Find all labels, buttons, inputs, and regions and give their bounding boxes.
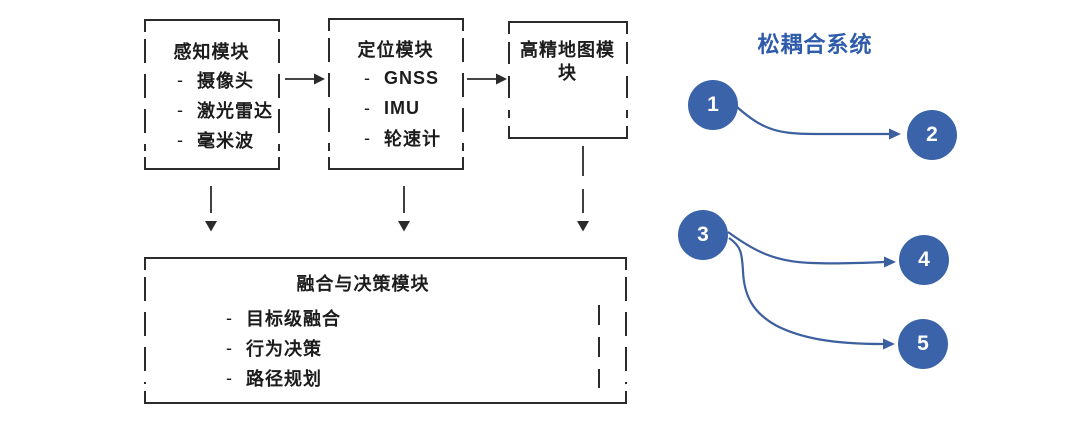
hdmap-box-border-top [508,21,628,34]
fusion-box-border-top [144,257,627,270]
item-label: 毫米波 [197,131,254,151]
bullet-dash: - [226,337,233,358]
curve-node3-to-node4-head [884,256,896,268]
item-label: 摄像头 [197,71,254,91]
arrow-perception-down-head [205,221,217,232]
bullet-dash: - [364,127,371,148]
loose-coupling-title: 松耦合系统 [757,32,873,57]
bullet-dash: - [177,69,184,90]
node-label: 2 [926,123,938,146]
arrow-localization-down-head [398,221,410,232]
curve-node1-to-node2-head [889,128,901,140]
list-item: - IMU [328,93,463,123]
node-label: 1 [707,93,719,116]
node-label: 4 [918,248,930,271]
localization-module-list: - GNSS - IMU - 轮速计 [328,63,463,153]
item-label: 目标级融合 [246,309,341,329]
node-circle-5: 5 [898,319,948,369]
node-circle-2: 2 [907,110,957,160]
node-circle-1: 1 [688,80,738,130]
list-item: - 激光雷达 [144,95,279,125]
list-item: - 轮速计 [328,123,463,153]
item-label: GNSS [384,67,440,88]
perception-module-title: 感知模块 [173,42,250,62]
item-label: IMU [384,97,420,118]
node-circle-3: 3 [678,210,728,260]
bullet-dash: - [177,99,184,120]
bullet-dash: - [226,367,233,388]
perception-box-border-top [144,19,280,32]
list-item: - 目标级融合 [144,303,626,333]
perception-module-box: 感知模块 - 摄像头 - 激光雷达 - 毫米波 [144,20,279,169]
item-label: 行为决策 [246,339,322,359]
hdmap-module-title: 高精地图模块 [520,40,615,83]
node-label: 3 [697,223,709,246]
item-label: 路径规划 [246,369,322,389]
perception-box-border-bottom [144,157,280,170]
curve-node3-to-node5 [728,237,884,346]
node-label: 5 [917,332,929,355]
bullet-dash: - [364,97,371,118]
fusion-box-border-bottom [144,391,627,404]
list-item: - 摄像头 [144,65,279,95]
list-item: - 行为决策 [144,333,626,363]
fusion-module-title: 融合与决策模块 [296,274,430,294]
curve-node1-to-node2 [736,106,889,136]
localization-box-border-top [328,18,464,31]
list-item: - 路径规划 [144,363,626,393]
localization-module-title: 定位模块 [357,40,434,60]
arrow-perception-to-localization-head [314,73,325,85]
perception-module-list: - 摄像头 - 激光雷达 - 毫米波 [144,65,279,155]
bullet-dash: - [177,129,184,150]
localization-box-border-bottom [328,157,464,170]
bullet-dash: - [226,307,233,328]
item-label: 轮速计 [384,129,441,149]
arrow-localization-to-hdmap-head [496,73,507,85]
bullet-dash: - [364,67,371,88]
fusion-module-list: - 目标级融合 - 行为决策 - 路径规划 [144,303,626,393]
list-item: - 毫米波 [144,125,279,155]
curve-node3-to-node4 [727,231,885,265]
fusion-module-box: 融合与决策模块 - 目标级融合 - 行为决策 - 路径规划 [144,258,626,403]
localization-module-box: 定位模块 - GNSS - IMU - 轮速计 [328,19,463,169]
list-item: - GNSS [328,63,463,93]
node-circle-4: 4 [899,235,949,285]
curve-node3-to-node5-head [883,338,895,350]
item-label: 激光雷达 [197,101,273,121]
hdmap-module-box: 高精地图模块 [509,22,626,138]
arrow-hdmap-down-head [577,221,589,232]
hdmap-box-border-bottom [508,126,628,139]
